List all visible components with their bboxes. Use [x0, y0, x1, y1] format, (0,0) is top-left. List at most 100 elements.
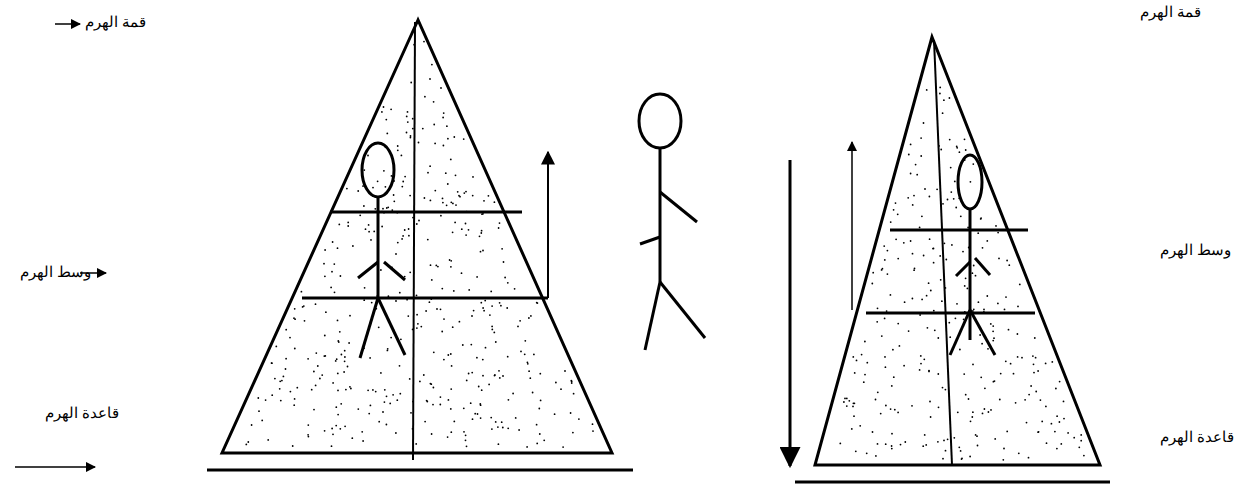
stipple-dot [994, 438, 996, 440]
stipple-dot [1041, 421, 1043, 423]
stipple-dot [465, 434, 467, 436]
stipple-dot [434, 143, 436, 145]
stipple-dot [504, 277, 506, 279]
stipple-dot [856, 360, 858, 362]
stipple-dot [848, 400, 850, 402]
stipple-dot [1045, 406, 1047, 408]
stipple-dot [401, 155, 403, 157]
stipple-dot [313, 371, 315, 373]
stipple-dot [924, 188, 926, 190]
stipple-dot [1008, 264, 1010, 266]
stipple-dot [480, 417, 482, 419]
stipple-dot [442, 198, 444, 200]
stipple-dot [395, 253, 397, 255]
stipple-dot [402, 181, 404, 183]
stipple-dot [942, 458, 944, 460]
stipple-dot [570, 412, 572, 414]
stipple-dot [993, 337, 995, 339]
stipple-dot [982, 247, 984, 249]
stipple-dot [984, 387, 986, 389]
figure-arm [660, 192, 697, 222]
stipple-dot [1063, 418, 1065, 420]
stipple-dot [986, 240, 988, 242]
stipple-dot [370, 405, 372, 407]
stipple-dot [852, 406, 854, 408]
stipple-dot [389, 403, 391, 405]
stipple-dot [532, 392, 534, 394]
stipple-dot [891, 433, 893, 435]
stipple-dot [957, 411, 959, 413]
stipple-dot [893, 376, 895, 378]
stipple-dot [337, 373, 339, 375]
figure-head [639, 94, 681, 148]
stipple-dot [488, 384, 490, 386]
stipple-dot [562, 446, 564, 448]
stipple-dot [339, 331, 341, 333]
stipple-dot [390, 108, 392, 110]
stipple-dot [296, 387, 298, 389]
stipple-dot [265, 399, 267, 401]
stipple-dot [508, 399, 510, 401]
stipple-dot [519, 320, 521, 322]
stipple-dot [410, 412, 412, 414]
stipple-dot [555, 382, 557, 384]
stipple-dot [336, 358, 338, 360]
stipple-dot [884, 318, 886, 320]
stipple-dot [983, 309, 985, 311]
stipple-dot [247, 441, 249, 443]
stipple-dot [872, 431, 874, 433]
stipple-dot [477, 413, 479, 415]
stipple-dot [384, 389, 386, 391]
stipple-dot [349, 315, 351, 317]
stipple-dot [921, 299, 923, 301]
stipple-dot [533, 354, 535, 356]
stipple-dot [990, 409, 992, 411]
band-line [302, 297, 548, 300]
stipple-dot [380, 269, 382, 271]
stipple-dot [890, 221, 892, 223]
stipple-dot [416, 327, 418, 329]
stipple-dot [465, 223, 467, 225]
stipple-dot [928, 282, 930, 284]
figure-arm [640, 237, 660, 244]
stipple-dot [951, 244, 953, 246]
stipple-dot [440, 308, 442, 310]
stipple-dot [416, 314, 418, 316]
stipple-dot [872, 272, 874, 274]
stipple-dot [463, 407, 465, 409]
stipple-dot [1060, 443, 1062, 445]
stipple-dot [912, 204, 914, 206]
stipple-dot [1033, 372, 1035, 374]
stipple-dot [961, 457, 963, 459]
stipple-dot [984, 408, 986, 410]
stipple-dot [971, 416, 973, 418]
stipple-dot [498, 443, 500, 445]
stipple-dot [904, 301, 906, 303]
stipple-dot [447, 138, 449, 140]
stipple-dot [578, 418, 580, 420]
stipple-dot [962, 251, 964, 253]
stipple-dot [271, 362, 273, 364]
stipple-dot [429, 78, 431, 80]
stipple-dot [923, 122, 925, 124]
stipple-dot [959, 151, 961, 153]
stipple-dot [453, 421, 455, 423]
stipple-dot [479, 235, 481, 237]
stipple-dot [397, 145, 399, 147]
stipple-dot [933, 262, 935, 264]
stipple-dot [1073, 437, 1075, 439]
stipple-dot [373, 231, 375, 233]
stipple-dot [903, 365, 905, 367]
stipple-dot [267, 439, 269, 441]
stipple-dot [982, 413, 984, 415]
stipple-dot [536, 302, 538, 304]
stipple-dot [844, 398, 846, 400]
stipple-dot [1017, 356, 1019, 358]
stipple-dot [1063, 401, 1065, 403]
stipple-dot [293, 404, 295, 406]
stipple-dot [507, 356, 509, 358]
stipple-dot [315, 303, 317, 305]
stipple-dot [572, 432, 574, 434]
stipple-dot [344, 350, 346, 352]
stipple-dot [501, 421, 503, 423]
